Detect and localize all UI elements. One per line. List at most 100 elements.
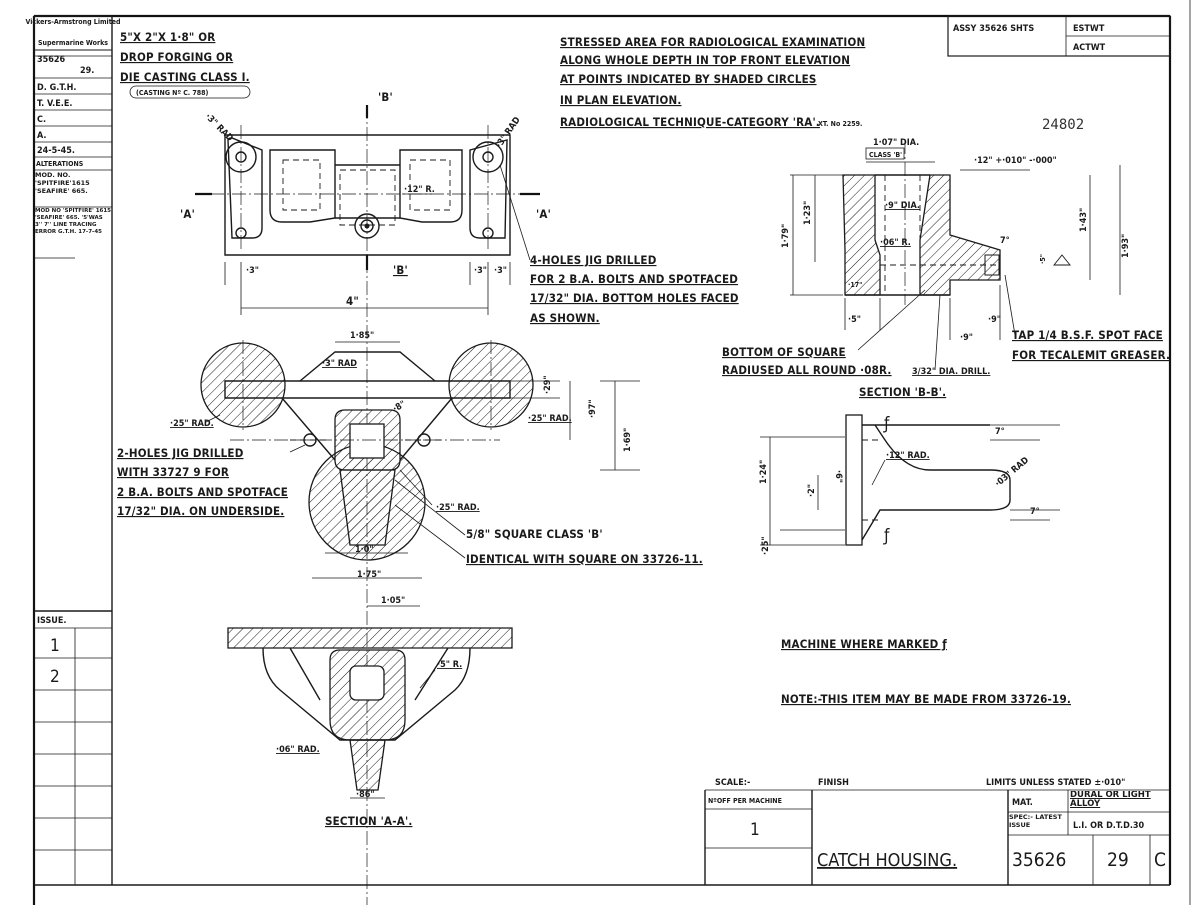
alteration-1: MOD. NO. 'SPITFIRE'1615 'SEAFIRE' 665. bbox=[35, 171, 90, 195]
rad-12: ·12" RAD. bbox=[886, 451, 930, 461]
maker-works: Supermarine Works bbox=[38, 39, 108, 47]
scale-label: SCALE:- bbox=[715, 778, 750, 788]
square-line-2: IDENTICAL WITH SQUARE ON 33726-11. bbox=[466, 552, 703, 566]
tap-line-2: FOR TECALEMIT GREASER. bbox=[1012, 348, 1170, 362]
rad-3-right: ·3" RAD bbox=[495, 115, 523, 150]
dim-175: 1·75" bbox=[357, 570, 381, 580]
radius-5: ·5" R. bbox=[437, 660, 462, 670]
forging-note: 5"X 2"X 1·8" OR DROP FORGING OR DIE CAST… bbox=[120, 30, 251, 99]
dim-5: ·5" bbox=[1039, 254, 1047, 264]
holes4-line-3: 17/32" DIA. BOTTOM HOLES FACED bbox=[530, 291, 739, 305]
material-label: MAT. bbox=[1012, 798, 1033, 808]
rad-25-left: ·25" RAD. bbox=[170, 419, 214, 429]
dim-9-dia: ·9" DIA. bbox=[885, 201, 920, 211]
holes2-line-1: 2-HOLES JIG DRILLED bbox=[117, 446, 244, 460]
dim-124: 1·24" bbox=[759, 460, 769, 484]
checked-by: C. bbox=[37, 115, 46, 125]
dim-9b: ·9" bbox=[988, 315, 1001, 325]
stressed-line-5: RADIOLOGICAL TECHNIQUE-CATEGORY 'RA'. bbox=[560, 115, 820, 129]
stressed-line-3: AT POINTS INDICATED BY SHADED CIRCLES bbox=[560, 72, 817, 86]
stressed-line-2: ALONG WHOLE DEPTH IN TOP FRONT ELEVATION bbox=[560, 53, 850, 67]
traced-by: T. V.E.E. bbox=[37, 99, 72, 109]
spec-label: SPEC:- LATEST ISSUE bbox=[1009, 813, 1062, 829]
approved-by: A. bbox=[37, 131, 47, 141]
dim-2: ·2" bbox=[807, 484, 817, 497]
holes2-line-3: 2 B.A. BOLTS AND SPOTFACE bbox=[117, 485, 288, 499]
dim-123: 1·23" bbox=[803, 201, 813, 225]
forging-class: DIE CASTING CLASS I. bbox=[120, 70, 250, 84]
tolerance-12: ·12" +·010" -·000" bbox=[974, 156, 1057, 166]
dim-3-right-1: ·3" bbox=[474, 266, 487, 276]
section-bb-title: SECTION 'B-B'. bbox=[859, 385, 946, 399]
assy-ref: ASSY 35626 SHTS bbox=[953, 24, 1034, 34]
drawing-date: 24-5-45. bbox=[37, 146, 75, 156]
no-off-label: NºOFF PER MACHINE bbox=[708, 797, 782, 805]
maker-name: Vickers-Armstrong Limited bbox=[26, 18, 121, 26]
class-b-box: CLASS 'B' bbox=[869, 151, 902, 159]
dim-3-right-2: ·3" bbox=[494, 266, 507, 276]
issue-label: ISSUE. bbox=[37, 616, 66, 626]
assy-block: ASSY 35626 SHTS ESTWT ACTWT 24802 bbox=[947, 15, 1171, 133]
spec-value: L.I. OR D.T.D.30 bbox=[1073, 821, 1145, 831]
dim-25: ·25" bbox=[761, 536, 771, 555]
dim-105: 1·05" bbox=[381, 596, 405, 606]
rad-03: ·03" RAD bbox=[994, 455, 1032, 489]
alteration-2: MOD NO 'SPITFIRE' 1615 'SEAFIRE' 665. '5… bbox=[35, 208, 111, 235]
dim-169: 1·69" bbox=[623, 428, 633, 452]
angle-7c: 7° bbox=[1030, 507, 1040, 517]
rad-25-right: ·25" RAD. bbox=[528, 414, 572, 424]
forging-type: DROP FORGING OR bbox=[120, 50, 233, 64]
rad-3-left: ·3" RAD bbox=[203, 112, 235, 144]
radius-06: ·06" R. bbox=[880, 238, 911, 248]
issue-2: 2 bbox=[50, 667, 60, 687]
holes4-line-1: 4-HOLES JIG DRILLED bbox=[530, 253, 657, 267]
radiological-note: STRESSED AREA FOR RADIOLOGICAL EXAMINATI… bbox=[560, 35, 865, 129]
issue-letter: C bbox=[1154, 849, 1166, 871]
rad-3-plan: ·3" RAD bbox=[322, 359, 357, 369]
stamp-number: 24802 bbox=[1042, 117, 1084, 133]
stressed-line-1: STRESSED AREA FOR RADIOLOGICAL EXAMINATI… bbox=[560, 35, 865, 49]
part-number: 35626 bbox=[1012, 849, 1066, 871]
part-name: CATCH HOUSING. bbox=[817, 850, 957, 871]
no-off-value: 1 bbox=[750, 820, 760, 840]
side-detail-view: 1·24" ·2" ·25" 7° 7° ·12" RAD. ·03" RAD … bbox=[759, 414, 1060, 555]
section-bb-view: 1·07" DIA. CLASS 'B' ·12" +·010" -·000" … bbox=[781, 138, 1131, 399]
forging-size: 5"X 2"X 1·8" OR bbox=[120, 30, 215, 44]
rad-06: ·06" RAD. bbox=[276, 745, 320, 755]
machine-note: MACHINE WHERE MARKED ƒ bbox=[781, 637, 947, 651]
holes-2-note: 2-HOLES JIG DRILLED WITH 33727 9 FOR 2 B… bbox=[117, 446, 288, 518]
dim-193: 1·93" bbox=[1121, 234, 1131, 258]
holes2-line-4: 17/32" DIA. ON UNDERSIDE. bbox=[117, 504, 284, 518]
bottom-square-1: BOTTOM OF SQUARE bbox=[722, 345, 846, 359]
angle-7b: 7° bbox=[995, 427, 1005, 437]
dim-86: ·86" bbox=[356, 790, 375, 800]
drawn-by: D. G.T.H. bbox=[37, 83, 76, 93]
dim-97: ·97" bbox=[588, 399, 598, 418]
sheet-number: 29 bbox=[1107, 849, 1129, 871]
stressed-xt: XT. No 2259. bbox=[818, 120, 862, 128]
square-line-1: 5/8" SQUARE CLASS 'B' bbox=[466, 527, 603, 541]
dim-5b: ·5" bbox=[848, 315, 861, 325]
dim-17: ·17" bbox=[848, 281, 862, 289]
holes2-line-2: WITH 33727 9 FOR bbox=[117, 465, 229, 479]
bottom-title-block: SCALE:- FINISH LIMITS UNLESS STATED ±·01… bbox=[704, 778, 1170, 885]
plan-view: 1·85" ·3" RAD ·25" RAD. ·25" RAD. ·29" ·… bbox=[170, 331, 640, 607]
dim-179: 1·79" bbox=[781, 224, 791, 248]
right-notes: MACHINE WHERE MARKED ƒ NOTE:-THIS ITEM M… bbox=[781, 637, 1071, 706]
left-title-strip: Vickers-Armstrong Limited Supermarine Wo… bbox=[26, 15, 121, 885]
section-aa-title: SECTION 'A-A'. bbox=[325, 814, 412, 828]
dim-107: 1·07" DIA. bbox=[873, 138, 919, 148]
holes4-line-2: FOR 2 B.A. BOLTS AND SPOTFACED bbox=[530, 272, 738, 286]
note-item: NOTE:-THIS ITEM MAY BE MADE FROM 33726-1… bbox=[781, 692, 1071, 706]
dim-10: 1·0" bbox=[355, 545, 374, 555]
alterations-label: ALTERATIONS bbox=[36, 160, 84, 168]
radius-12: ·12" R. bbox=[404, 185, 435, 195]
bottom-square-2: RADIUSED ALL ROUND ·08R. bbox=[722, 363, 892, 377]
machine-mark-top: ƒ bbox=[883, 414, 890, 434]
section-a-left: 'A' bbox=[180, 207, 195, 221]
section-aa-view: ·86" ·06" RAD. ·5" R. SECTION 'A-A'. bbox=[227, 627, 513, 828]
drill-note: 3/32" DIA. DRILL. bbox=[912, 367, 990, 377]
stressed-line-4: IN PLAN ELEVATION. bbox=[560, 93, 682, 107]
dim-3-left: ·3" bbox=[246, 266, 259, 276]
